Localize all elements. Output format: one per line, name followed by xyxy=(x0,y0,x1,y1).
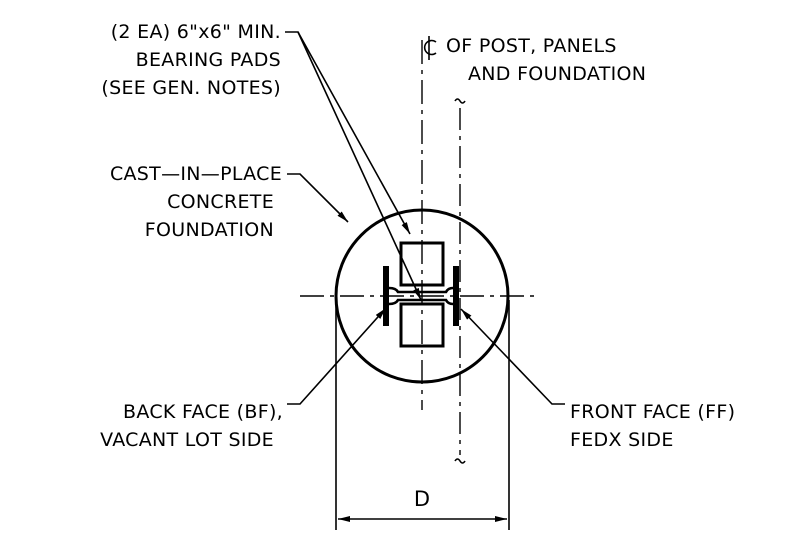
post-web-top xyxy=(388,286,454,294)
bearing-pad-top xyxy=(399,241,445,287)
bearing-pad-leader-bottom xyxy=(297,31,422,301)
foundation-label-line-2: CONCRETE xyxy=(167,191,274,213)
foundation-label-line-1: CAST—IN—PLACE xyxy=(110,163,282,185)
back-face-label-line-1: BACK FACE (BF), xyxy=(123,401,283,423)
bearing-pad-label-line-1: (2 EA) 6"x6" MIN. xyxy=(111,21,281,43)
break-mark-top xyxy=(454,98,466,104)
front-face-label-line-2: FEDX SIDE xyxy=(570,429,674,451)
back-face-label-line-2: VACANT LOT SIDE xyxy=(100,429,274,451)
break-mark-bottom xyxy=(454,458,466,464)
post-web-bottom xyxy=(388,298,454,306)
bearing-pad-label-line-3: (SEE GEN. NOTES) xyxy=(101,77,281,99)
bearing-pad-leader-top xyxy=(285,31,411,235)
steel-post-section xyxy=(383,266,459,326)
front-face-label-line-1: FRONT FACE (FF) xyxy=(570,401,735,423)
dimension-label: D xyxy=(414,487,430,511)
front-face-leader xyxy=(460,308,565,405)
foundation-label-line-3: FOUNDATION xyxy=(145,219,274,241)
centerline-label-line-2: AND FOUNDATION xyxy=(468,63,646,85)
bearing-pad-bottom xyxy=(399,302,445,348)
centerline-symbol xyxy=(423,36,437,60)
centerline-label-line-1: OF POST, PANELS xyxy=(446,35,617,57)
bearing-pad-label-line-2: BEARING PADS xyxy=(136,49,281,71)
concrete-foundation-circle xyxy=(334,208,510,384)
back-face-leader xyxy=(287,307,387,405)
foundation-leader xyxy=(287,173,349,223)
